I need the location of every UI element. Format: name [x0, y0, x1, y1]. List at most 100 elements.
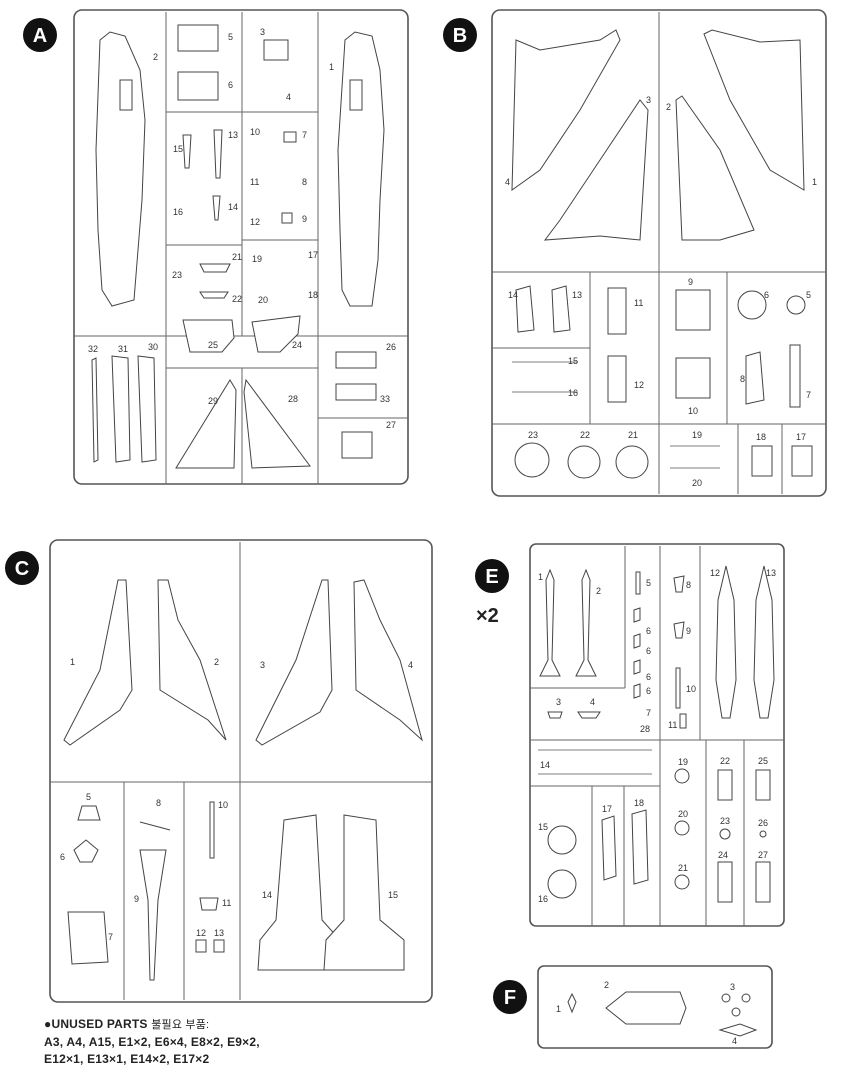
part-number-label: 11: [250, 177, 259, 187]
sprue-part: [335, 383, 377, 401]
part-number-label: 7: [108, 932, 113, 942]
sprue-part: [349, 79, 363, 111]
part-a6: [177, 71, 219, 101]
badge-e: [475, 559, 509, 593]
sprue-b: B 1 2 3 4: [443, 9, 827, 497]
part-number-label: 28: [288, 394, 298, 404]
sprue-part: [717, 769, 733, 801]
part-c1: [63, 579, 133, 746]
part-number-label: 9: [134, 894, 139, 904]
part-number-label: 7: [302, 130, 307, 140]
sprue-part: [741, 993, 751, 1003]
part-e2: [575, 568, 597, 677]
part-number-label: 17: [602, 804, 612, 814]
part-number-label: 13: [572, 290, 582, 300]
part-number-label: 11: [634, 298, 643, 308]
part-number-label: 14: [262, 890, 272, 900]
sprue-part: [607, 355, 627, 403]
sprue-part: [786, 295, 806, 315]
part-number-label: 21: [678, 863, 688, 873]
part-number-label: 33: [380, 394, 390, 404]
sprue-part: [209, 801, 215, 859]
sprue-f: F 1 2 3 4: [493, 965, 773, 1049]
part-number-label: 13: [214, 928, 224, 938]
sprue-part: [635, 571, 641, 595]
sprue-part: [515, 285, 535, 333]
badge-b-label: B: [453, 25, 467, 47]
part-number-label: 23: [172, 270, 182, 280]
part-number-label: 9: [688, 277, 693, 287]
part-number-label: 27: [386, 420, 396, 430]
sprue-part: [251, 315, 301, 353]
part-b3: [543, 99, 649, 241]
sprue-part: [341, 431, 373, 459]
sprue-part: [721, 993, 731, 1003]
part-f2: [605, 991, 687, 1025]
part-number-label: 20: [258, 295, 268, 305]
part-e1: [539, 568, 561, 677]
part-number-label: 2: [666, 102, 671, 112]
sprue-e-frame: [529, 543, 785, 927]
part-number-label: 6: [764, 290, 769, 300]
sprue-part: [551, 285, 571, 333]
sprue-part: [577, 711, 601, 719]
part-number-label: 12: [250, 217, 260, 227]
sprue-part: [673, 575, 685, 593]
part-number-label: 4: [590, 697, 595, 707]
part-number-label: 4: [286, 92, 291, 102]
sprue-part: [607, 287, 627, 335]
part-number-label: 26: [386, 342, 396, 352]
part-number-label: 20: [692, 478, 702, 488]
part-number-label: 20: [678, 809, 688, 819]
part-number-label: 3: [260, 660, 265, 670]
sprue-part: [717, 861, 733, 903]
sprue-part: [633, 633, 641, 649]
part-number-label: 5: [228, 32, 233, 42]
sprue-part: [547, 825, 577, 855]
part-a29: [175, 379, 237, 469]
part-number-label: 18: [634, 798, 644, 808]
part-number-label: 30: [148, 342, 158, 352]
part-number-label: 17: [796, 432, 806, 442]
sprue-a-frame: [73, 9, 409, 485]
unused-parts-line-1: A3, A4, A15, E1×2, E6×4, E8×2, E9×2,: [44, 1035, 260, 1049]
sprue-part: [195, 939, 207, 953]
part-number-label: 19: [252, 254, 262, 264]
sprue-part: [139, 849, 167, 981]
part-number-label: 6: [646, 672, 651, 682]
sprue-part: [633, 607, 641, 623]
sprue-part: [514, 442, 550, 478]
sprue-part: [111, 355, 131, 463]
part-number-label: 8: [156, 798, 161, 808]
part-number-label: 18: [756, 432, 766, 442]
sprue-part: [755, 861, 771, 903]
part-number-label: 7: [806, 390, 811, 400]
badge-a-label: A: [33, 25, 47, 47]
sprue-part: [674, 874, 690, 890]
sprue-part: [631, 809, 649, 885]
sprue-b-frame: [491, 9, 827, 497]
part-number-label: 21: [628, 430, 638, 440]
sprue-part: [283, 131, 297, 143]
sprue-part: [718, 1023, 758, 1037]
badge-f: [493, 980, 527, 1014]
sprue-part: [674, 820, 690, 836]
part-number-label: 8: [740, 374, 745, 384]
fuselage-half-right: [337, 31, 385, 307]
part-number-label: 6: [646, 686, 651, 696]
part-number-label: 22: [720, 756, 730, 766]
part-number-label: 15: [388, 890, 398, 900]
part-number-label: 1: [329, 62, 334, 72]
part-a3: [263, 39, 289, 61]
part-number-label: 9: [302, 214, 307, 224]
sprue-part: [77, 805, 101, 821]
badge-a: [23, 18, 57, 52]
part-number-label: 10: [218, 800, 228, 810]
part-number-label: 4: [732, 1036, 737, 1046]
part-number-label: 5: [86, 792, 91, 802]
sprue-c-frame: [49, 539, 433, 1003]
sprue-part: [675, 667, 681, 709]
sprue-part: [751, 445, 773, 477]
badge-c: [5, 551, 39, 585]
